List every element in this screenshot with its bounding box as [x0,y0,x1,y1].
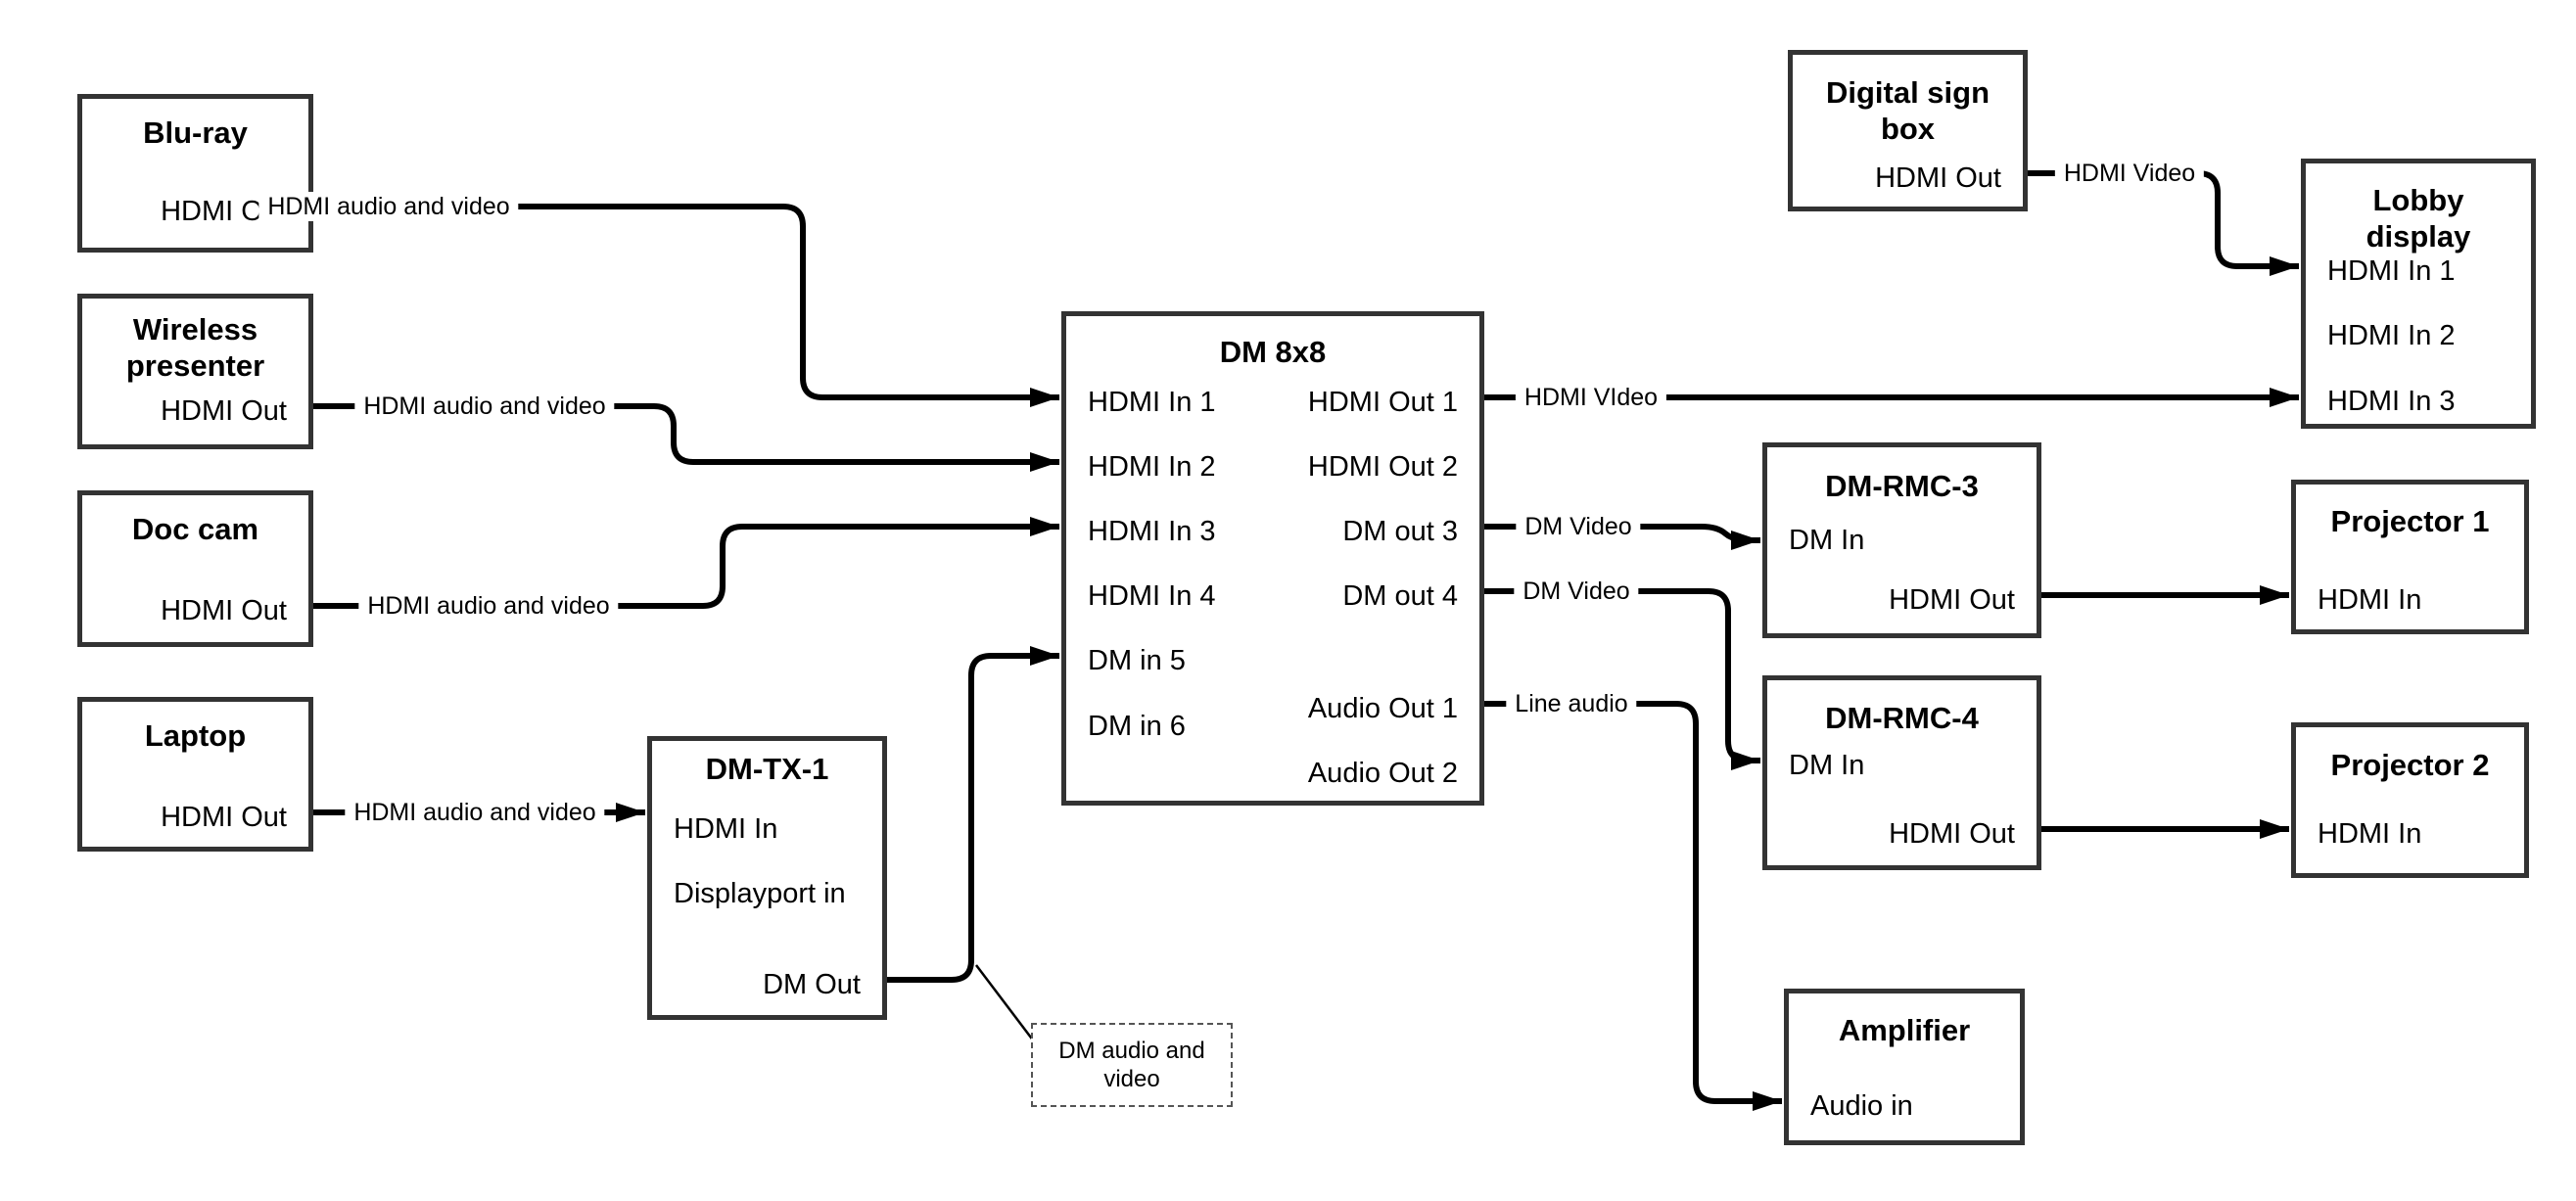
edge-label-doccam-hdmi-av: HDMI audio and video [358,591,619,621]
wire-dmtx1-to-dm-in5 [887,646,1059,983]
port-digitalsign-hdmi-out: HDMI Out [1875,162,2001,194]
port-doccam-hdmi-out: HDMI Out [161,595,287,626]
node-dm8x8-title: DM 8x8 [1219,335,1327,369]
node-lobby-title: Lobby display [2365,183,2471,254]
port-dm8x8-hdmi-in-3: HDMI In 3 [1088,516,1216,547]
node-doccam-title: Doc cam [131,512,259,546]
node-amplifier-title: Amplifier [1838,1013,1971,1047]
node-dm-rmc-3: DM-RMC-3 DM In HDMI Out [1762,442,2041,638]
port-dmrmc4-dm-in: DM In [1789,750,1865,781]
node-laptop: Laptop HDMI Out [77,697,313,852]
port-lobby-hdmi-in-3: HDMI In 3 [2327,386,2456,417]
wire-dm-out4-to-rmc4 [1484,588,1760,770]
edge-label-line-audio: Line audio [1506,689,1637,718]
annotation-dm-audio-video: DM audio and video [1031,1023,1233,1107]
port-dm8x8-hdmi-in-4: HDMI In 4 [1088,580,1216,612]
wire-sign-to-lobby-in1 [2028,170,2299,276]
port-laptop-hdmi-out: HDMI Out [161,802,287,833]
port-dm8x8-dm-out-3: DM out 3 [1342,516,1458,547]
node-dm-rmc-4: DM-RMC-4 DM In HDMI Out [1762,675,2041,870]
port-dmtx1-hdmi-in: HDMI In [674,813,778,845]
port-dm8x8-dm-in-5: DM in 5 [1088,645,1186,676]
node-dm-8x8: DM 8x8 HDMI In 1 HDMI In 2 HDMI In 3 HDM… [1061,311,1484,806]
node-projector-1: Projector 1 HDMI In [2291,480,2529,634]
port-projector2-hdmi-in: HDMI In [2318,818,2422,850]
node-dmrmc4-title: DM-RMC-4 [1825,701,1979,735]
node-bluray: Blu-ray HDMI Out [77,94,313,253]
node-dm-tx-1: DM-TX-1 HDMI In Displayport in DM Out [647,736,887,1020]
annotation-dm-audio-video-text: DM audio and video [1058,1038,1205,1092]
wire-doccam-to-hdmi-in3 [313,517,1059,609]
port-wireless-hdmi-out: HDMI Out [161,395,287,427]
node-amplifier: Amplifier Audio in [1784,989,2025,1145]
port-dm8x8-hdmi-in-2: HDMI In 2 [1088,451,1216,483]
port-dm8x8-hdmi-in-1: HDMI In 1 [1088,387,1216,418]
port-lobby-hdmi-in-2: HDMI In 2 [2327,320,2456,351]
node-dmrmc3-title: DM-RMC-3 [1825,469,1979,503]
node-laptop-title: Laptop [144,718,247,753]
port-dm8x8-hdmi-out-2: HDMI Out 2 [1307,451,1458,483]
port-dm8x8-audio-out-1: Audio Out 1 [1307,693,1458,724]
port-dm8x8-audio-out-2: Audio Out 2 [1307,758,1458,789]
wire-bluray-to-hdmi-in1 [313,204,1059,407]
node-projector1-title: Projector 1 [2330,504,2490,538]
port-dmtx1-displayport-in: Displayport in [674,878,846,909]
node-digitalsign-title: Digital sign box [1825,75,1991,146]
node-doc-cam: Doc cam HDMI Out [77,490,313,647]
port-amplifier-audio-in: Audio in [1810,1090,1913,1122]
edge-label-hdmi-video-lobby: HDMI VIdeo [1515,383,1667,412]
wire-wireless-to-hdmi-in2 [313,403,1059,472]
node-dmtx1-title: DM-TX-1 [705,752,829,786]
node-projector2-title: Projector 2 [2330,748,2490,782]
node-bluray-title: Blu-ray [143,115,248,150]
port-dm8x8-dm-out-4: DM out 4 [1342,580,1458,612]
port-lobby-hdmi-in-1: HDMI In 1 [2327,255,2456,287]
port-dmrmc3-hdmi-out: HDMI Out [1889,584,2015,616]
port-dmrmc3-dm-in: DM In [1789,525,1865,556]
node-wireless-presenter: Wireless presenter HDMI Out [77,294,313,449]
edge-label-dm-video-rmc3: DM Video [1516,512,1641,541]
annotation-leader-line [975,964,1035,1042]
port-dm8x8-dm-in-6: DM in 6 [1088,711,1186,742]
wire-dm-out3-to-rmc3 [1484,524,1760,550]
port-dmrmc4-hdmi-out: HDMI Out [1889,818,2015,850]
node-digital-sign-box: Digital sign box HDMI Out [1788,50,2028,211]
port-projector1-hdmi-in: HDMI In [2318,584,2422,616]
edge-label-laptop-hdmi-av: HDMI audio and video [345,798,605,827]
port-dmtx1-dm-out: DM Out [763,969,861,1000]
node-lobby-display: Lobby display HDMI In 1 HDMI In 2 HDMI I… [2301,159,2536,429]
node-projector-2: Projector 2 HDMI In [2291,722,2529,878]
edge-label-dm-video-rmc4: DM Video [1514,577,1639,606]
edge-label-sign-hdmi-video: HDMI Video [2054,159,2205,188]
port-dm8x8-hdmi-out-1: HDMI Out 1 [1307,387,1458,418]
wire-audio-out1-to-amplifier [1484,701,1782,1111]
edge-label-bluray-hdmi-av: HDMI audio and video [258,192,519,221]
node-wireless-title: Wireless presenter [125,312,265,383]
edge-label-wireless-hdmi-av: HDMI audio and video [354,392,615,421]
